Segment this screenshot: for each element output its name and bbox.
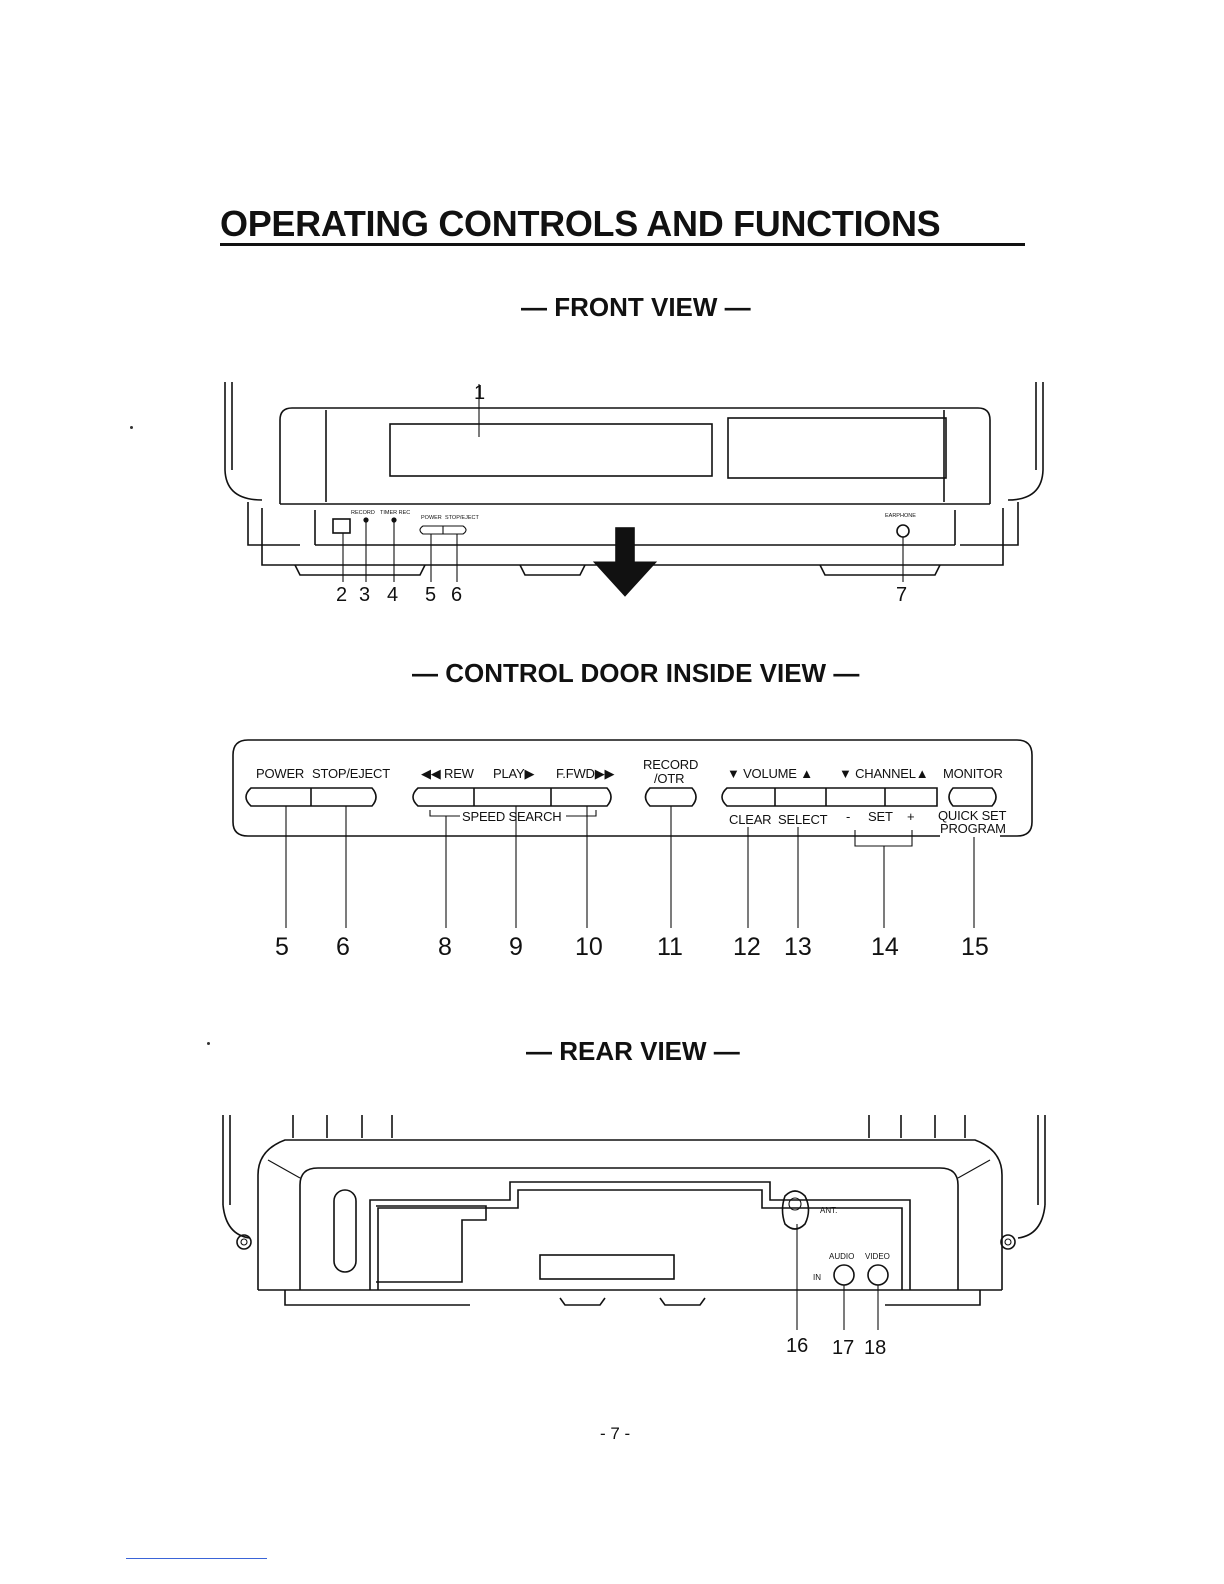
callout-2: 2	[336, 584, 348, 606]
callout-5-front: 5	[425, 584, 437, 606]
front-view-heading: — FRONT VIEW —	[521, 292, 751, 322]
page-title: OPERATING CONTROLS AND FUNCTIONS	[220, 203, 941, 244]
callout-7: 7	[896, 584, 908, 606]
control-door-heading: — CONTROL DOOR INSIDE VIEW —	[412, 658, 860, 688]
input-label: IN	[813, 1273, 821, 1282]
callout-10: 10	[575, 933, 603, 961]
power-button-label: POWER	[256, 766, 305, 781]
minus-label: -	[846, 809, 851, 824]
callout-1: 1	[474, 382, 486, 404]
callout-6-front: 6	[451, 584, 463, 606]
front-power-label: POWER	[421, 515, 442, 521]
callout-13: 13	[784, 933, 812, 961]
clear-label: CLEAR	[729, 812, 772, 827]
callout-6-door: 6	[336, 933, 350, 961]
callout-12: 12	[733, 933, 761, 961]
page-number: - 7 -	[600, 1424, 631, 1443]
record-indicator-label: RECORD	[351, 510, 375, 516]
select-label: SELECT	[778, 812, 828, 827]
quick-set-label-line1: QUICK SET	[938, 808, 1007, 823]
callout-8: 8	[438, 933, 452, 961]
callout-4: 4	[387, 584, 399, 606]
rear-view-heading: — REAR VIEW —	[526, 1036, 740, 1066]
set-label: SET	[868, 809, 893, 824]
callout-14: 14	[871, 933, 899, 961]
channel-label: ▼ CHANNEL▲	[839, 766, 929, 781]
callout-15: 15	[961, 933, 989, 961]
callout-11: 11	[657, 933, 683, 961]
footer-link-underline	[126, 1558, 267, 1559]
antenna-label: ANT.	[820, 1206, 838, 1215]
ffwd-button-label: F.FWD▶▶	[556, 766, 615, 781]
video-jack-label: VIDEO	[865, 1252, 890, 1261]
title-rule	[220, 243, 1025, 246]
volume-label: ▼ VOLUME ▲	[727, 766, 813, 781]
callout-17: 17	[832, 1337, 855, 1359]
earphone-label: EARPHONE	[885, 513, 916, 519]
stop-eject-button-label: STOP/EJECT	[312, 766, 390, 781]
play-button-label: PLAY▶	[493, 766, 535, 781]
record-button-label-line2: /OTR	[654, 771, 685, 786]
callout-18: 18	[864, 1337, 887, 1359]
rew-button-label: ◀◀ REW	[421, 766, 474, 781]
plus-label: +	[907, 809, 915, 824]
callout-16: 16	[786, 1335, 809, 1357]
callout-3: 3	[359, 584, 371, 606]
callout-9: 9	[509, 933, 523, 961]
timer-rec-indicator-label: TIMER REC	[380, 510, 411, 516]
callout-5-door: 5	[275, 933, 289, 961]
record-button-label-line1: RECORD	[643, 757, 699, 772]
audio-jack-label: AUDIO	[829, 1252, 855, 1261]
scan-speck	[130, 426, 133, 429]
speed-search-label: SPEED SEARCH	[462, 809, 562, 824]
front-stop-eject-label: STOP/EJECT	[445, 515, 479, 521]
quick-set-label-line2: PROGRAM	[940, 821, 1006, 836]
scan-speck	[207, 1042, 210, 1045]
monitor-button-label: MONITOR	[943, 766, 1003, 781]
